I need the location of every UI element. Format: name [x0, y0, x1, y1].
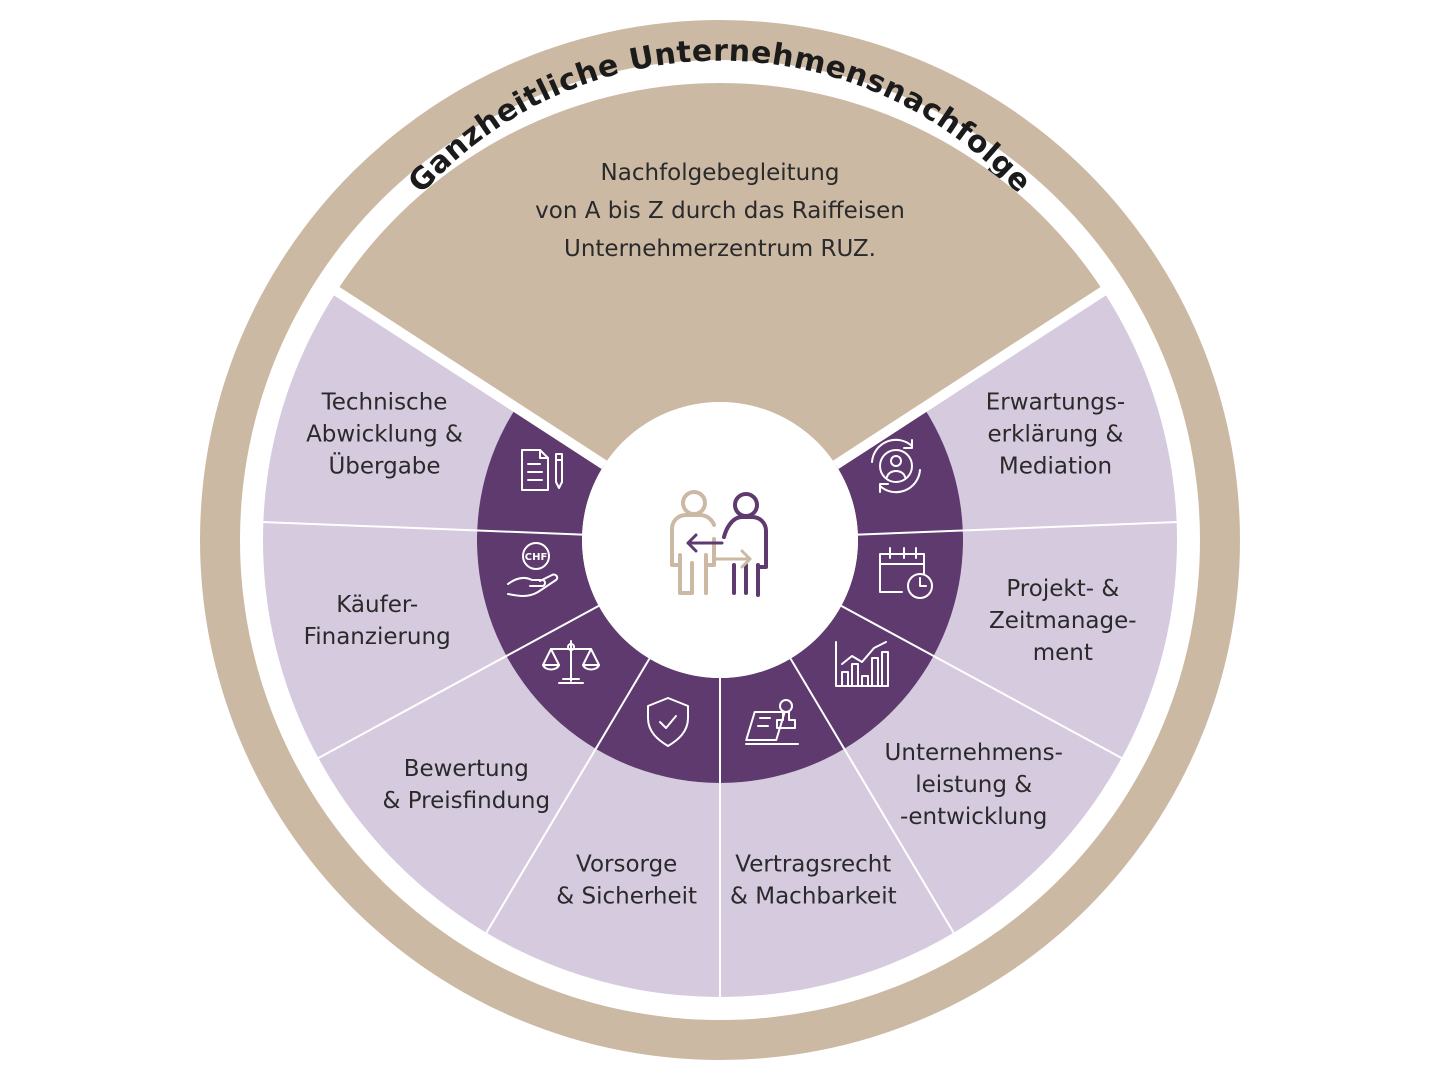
top-line-1: Nachfolgebegleitung	[601, 160, 840, 186]
segment-divider	[857, 520, 1179, 536]
icon-ring	[476, 407, 963, 784]
stamp-contract-icon	[745, 699, 799, 745]
segment-label-line: Vorsorge	[576, 851, 677, 877]
segment-label-7: Erwartungs-erklärung & Mediation	[986, 389, 1125, 479]
top-line-2: von A bis Z durch das Raiffeisen	[535, 198, 905, 224]
calendar-clock-icon	[879, 547, 933, 599]
segment-label-1: Käufer- Finanzierung	[304, 592, 451, 650]
segment-label-line: Vertragsrecht	[735, 851, 891, 877]
top-line-3: Unternehmerzentrum RUZ.	[564, 236, 876, 262]
segment-label-line: Unternehmens-	[885, 740, 1063, 766]
person-cycle-icon	[871, 438, 921, 494]
segment-label-line: Technische	[321, 389, 448, 415]
segment-band	[262, 291, 1177, 998]
shield-check-icon	[647, 697, 689, 747]
segment-label-line: erklärung &	[988, 421, 1124, 447]
chf-hand-icon: CHF	[507, 542, 559, 597]
segment-divider	[840, 604, 1124, 760]
segment-label-5: Unternehmens-leistung & -entwicklung	[885, 740, 1063, 830]
segment-label-line: Zeitmanage-	[989, 608, 1137, 634]
person-right	[722, 492, 768, 597]
segment-label-4: Vertragsrecht & Machbarkeit	[730, 851, 897, 909]
bar-chart-icon	[835, 641, 889, 687]
segment-label-line: & Machbarkeit	[730, 883, 897, 909]
segment-label-line: Projekt- &	[1006, 576, 1119, 602]
segment-divider	[833, 285, 1108, 470]
segment-label-line: -entwicklung	[900, 804, 1047, 830]
segment-label-line: Mediation	[999, 453, 1112, 479]
top-sector	[336, 83, 1104, 465]
segment-label-6: Projekt- & Zeitmanage-ment	[989, 576, 1137, 666]
segment-divider	[261, 520, 583, 536]
handover-people-icon	[670, 490, 768, 597]
segment-label-line: Bewertung	[404, 756, 529, 782]
segment-label-line: leistung &	[915, 772, 1032, 798]
svg-text:CHF: CHF	[525, 552, 548, 563]
segment-label-line: ment	[1033, 640, 1093, 666]
segment-label-line: Erwartungs-	[986, 389, 1125, 415]
segment-label-line: & Sicherheit	[556, 883, 697, 909]
segment-divider	[789, 658, 956, 935]
segment-divider	[484, 658, 651, 935]
segment-label-line: Käufer-	[336, 592, 418, 618]
segment-icons: CHF	[507, 438, 933, 747]
segment-label-line: & Preisfindung	[382, 788, 550, 814]
segment-divider	[316, 604, 600, 760]
segment-dividers	[261, 285, 1179, 999]
segment-label-line: Finanzierung	[304, 624, 451, 650]
segment-divider	[332, 285, 607, 470]
document-pen-icon	[521, 449, 563, 491]
top-sector-text: Nachfolgebegleitung von A bis Z durch da…	[535, 160, 905, 262]
person-left	[670, 490, 716, 595]
segment-label-line: Abwicklung &	[306, 421, 463, 447]
scales-icon	[542, 640, 600, 684]
segment-label-3: Vorsorge & Sicherheit	[556, 851, 697, 909]
service-segments	[262, 291, 1177, 998]
segment-label-line: Übergabe	[328, 451, 440, 479]
segment-label-2: Bewertung & Preisfindung	[382, 756, 550, 814]
exchange-arrows	[686, 533, 752, 569]
center-circle	[582, 402, 858, 678]
